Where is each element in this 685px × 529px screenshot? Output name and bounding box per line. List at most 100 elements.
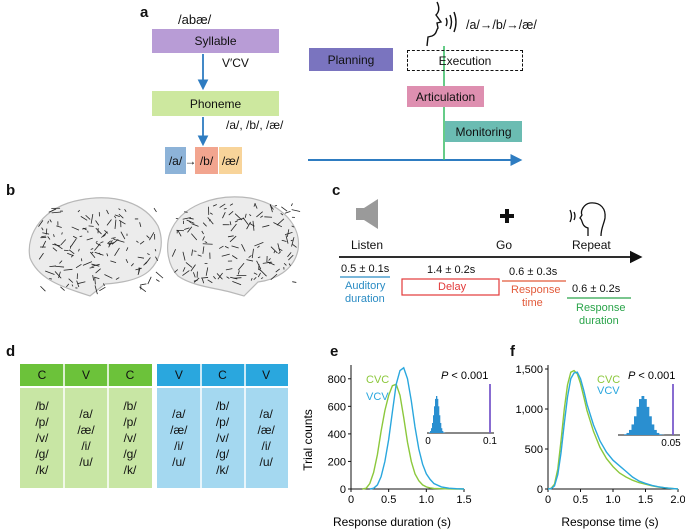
delay-label: Delay — [438, 281, 467, 293]
electrode-1-100 — [229, 203, 234, 206]
electrode-0-89 — [41, 227, 44, 231]
f-null-bin-4 — [634, 416, 637, 435]
electrode-0-88 — [106, 219, 112, 226]
electrode-0-9 — [102, 234, 106, 237]
electrode-0-38 — [61, 232, 63, 235]
cvc-head-3: C — [125, 368, 135, 382]
electrode-1-22 — [229, 235, 237, 243]
electrode-1-136 — [193, 272, 196, 278]
e-null-bin-10 — [439, 415, 441, 433]
response-time-label-1: Response — [511, 284, 561, 296]
electrode-0-115 — [118, 208, 121, 211]
electrode-0-114 — [48, 208, 57, 213]
panel-d-letter: d — [6, 343, 16, 360]
electrode-1-118 — [228, 211, 234, 216]
electrode-0-99 — [130, 263, 134, 267]
electrode-0-113 — [115, 239, 125, 243]
electrode-0-37 — [49, 278, 52, 280]
electrode-0-123 — [155, 279, 160, 282]
electrode-1-60 — [275, 268, 280, 273]
electrode-1-98 — [219, 245, 224, 249]
electrode-0-110 — [85, 214, 91, 220]
electrode-0-64 — [136, 240, 139, 243]
e-null-bin-12 — [441, 428, 443, 433]
electrode-1-116 — [254, 203, 258, 209]
electrode-0-119 — [38, 252, 44, 260]
electrode-0-132 — [96, 242, 101, 246]
e-series-cvc — [362, 383, 464, 490]
electrode-0-95 — [143, 261, 148, 266]
electrode-1-79 — [216, 273, 223, 280]
panel-c-letter: c — [332, 182, 341, 199]
electrode-1-72 — [281, 206, 288, 212]
vcv-col-3: /a/ /æ/ /i/ /u/ — [257, 407, 275, 469]
electrode-1-84 — [219, 203, 226, 208]
planning-label: Planning — [327, 52, 375, 67]
electrode-1-138 — [292, 244, 297, 248]
electrode-1-61 — [229, 221, 232, 226]
electrode-0-126 — [153, 207, 157, 213]
electrode-0-98 — [52, 247, 58, 252]
electrode-1-108 — [259, 269, 267, 277]
electrode-1-134 — [244, 213, 247, 218]
electrode-0-106 — [70, 238, 77, 247]
electrode-1-50 — [234, 220, 238, 223]
electrode-1-74 — [237, 270, 240, 275]
f-null-bin-0 — [624, 434, 627, 435]
response-duration-label-2: duration — [579, 315, 619, 327]
left-brain-outline — [28, 197, 162, 297]
sequence-seg-1: /a/ — [165, 147, 186, 174]
electrode-0-33 — [114, 214, 120, 218]
electrode-1-9 — [182, 270, 190, 276]
electrode-1-54 — [231, 255, 238, 260]
auditory-value: 0.5 ± 0.1s — [341, 263, 390, 275]
electrode-1-15 — [209, 212, 213, 215]
electrode-0-74 — [93, 276, 100, 279]
f-ytick-label-1: 500 — [525, 444, 543, 456]
f-xtick-label-2: 1.0 — [605, 494, 620, 506]
f-xtick-label-4: 2.0 — [670, 494, 685, 506]
auditory-label-2: duration — [345, 293, 385, 305]
electrode-1-107 — [193, 277, 200, 283]
electrode-1-33 — [285, 235, 289, 244]
electrode-0-59 — [88, 225, 94, 227]
panel-a-letter: a — [140, 4, 149, 21]
vcv-head-2: C — [218, 368, 227, 382]
e-null-bin-7 — [436, 396, 438, 433]
electrode-1-6 — [292, 281, 297, 283]
electrode-1-20 — [222, 212, 226, 219]
electrode-0-121 — [124, 208, 127, 212]
e-xtick-label-1: 0.5 — [381, 494, 396, 506]
electrode-0-51 — [154, 249, 157, 252]
electrode-1-18 — [253, 272, 258, 275]
electrode-0-75 — [146, 235, 150, 239]
electrode-1-36 — [260, 277, 264, 280]
articulation-label: Articulation — [415, 89, 476, 104]
electrode-1-96 — [191, 233, 198, 241]
electrode-1-2 — [257, 272, 261, 278]
electrode-0-61 — [104, 230, 109, 234]
f-xtick-label-3: 1.5 — [638, 494, 653, 506]
electrode-0-54 — [139, 222, 142, 227]
electrode-0-92 — [49, 219, 52, 223]
e-inset-tick-0: 0 — [425, 436, 431, 447]
electrode-1-32 — [257, 245, 260, 248]
electrode-1-90 — [284, 211, 291, 214]
electrode-0-49 — [118, 219, 126, 225]
electrode-1-17 — [201, 278, 205, 284]
electrode-0-105 — [155, 271, 164, 279]
e-ytick-label-3: 600 — [328, 401, 346, 413]
electrode-1-58 — [254, 241, 264, 247]
electrode-0-80 — [110, 260, 117, 263]
execution-box: Execution — [407, 50, 523, 71]
delay-value: 1.4 ± 0.2s — [427, 264, 476, 276]
electrode-0-19 — [147, 276, 152, 285]
electrode-1-8 — [186, 219, 195, 224]
response-duration-value: 0.6 ± 0.2s — [572, 283, 621, 295]
electrode-0-135 — [80, 216, 88, 221]
listen-label: Listen — [351, 238, 384, 252]
vcv-head-1: V — [174, 368, 183, 382]
